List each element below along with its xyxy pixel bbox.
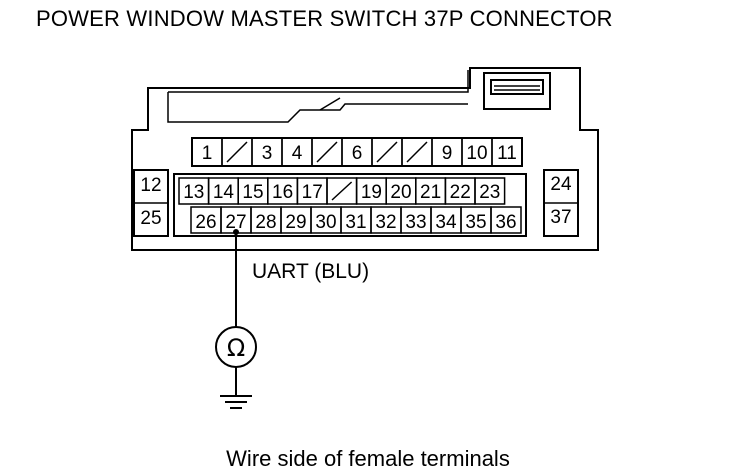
wire-label: UART (BLU): [252, 260, 369, 283]
pin-label: 10: [466, 143, 487, 164]
middle-bottom-block: [173, 173, 527, 237]
unused-pin-slash: [316, 141, 338, 163]
pin-label: 33: [405, 212, 426, 233]
pin-cell: [491, 137, 523, 167]
diagram-caption: Wire side of female terminals: [226, 446, 510, 471]
connector-latch-inner: [490, 79, 544, 95]
ground-icon: [220, 395, 252, 409]
pin-label: 34: [435, 212, 457, 233]
pin-label: 6: [352, 143, 363, 164]
connector-housing: [131, 67, 599, 251]
pin-label: 30: [315, 212, 336, 233]
pin-cell: [490, 206, 522, 234]
pin-label: 20: [390, 182, 411, 203]
pin-label: 29: [285, 212, 306, 233]
pin-label: 36: [495, 212, 516, 233]
connector-lock-detail: [167, 70, 469, 123]
pin-label: 23: [479, 182, 500, 203]
pin-label: 26: [195, 212, 216, 233]
unused-pin-slash: [226, 141, 248, 163]
unused-pin-slash: [331, 181, 353, 201]
pin-label: 9: [442, 143, 453, 164]
pin-label: 32: [375, 212, 396, 233]
unused-pin-slash: [376, 141, 398, 163]
probe-point: [233, 229, 239, 235]
connector-lock-line: [319, 97, 341, 111]
pin-label: 16: [272, 182, 293, 203]
pin-label: 25: [140, 208, 161, 229]
ohm-symbol: Ω: [227, 334, 245, 362]
pin-label: 37: [550, 207, 571, 228]
diagram-title: POWER WINDOW MASTER SWITCH 37P CONNECTOR: [36, 6, 613, 31]
pin-label: 3: [262, 143, 273, 164]
pin-label: 14: [213, 182, 235, 203]
pin-label: 1: [202, 143, 213, 164]
pin-label: 11: [497, 143, 517, 164]
pin-label: 22: [450, 182, 471, 203]
pin-label: 12: [140, 175, 161, 196]
pin-label: 13: [183, 182, 204, 203]
pin-label: 15: [242, 182, 263, 203]
pin-label: 35: [465, 212, 486, 233]
pin-cell: [474, 177, 506, 205]
pin-label: 27: [225, 212, 246, 233]
connector-latch: [483, 72, 551, 110]
pin-label: 24: [550, 174, 572, 195]
pin-label: 4: [292, 143, 303, 164]
pin-label: 31: [345, 212, 366, 233]
pin-label: 21: [420, 182, 441, 203]
pin-label: 19: [361, 182, 382, 203]
pin-label: 17: [302, 182, 323, 203]
unused-pin-slash: [406, 141, 428, 163]
pin-label: 28: [255, 212, 276, 233]
